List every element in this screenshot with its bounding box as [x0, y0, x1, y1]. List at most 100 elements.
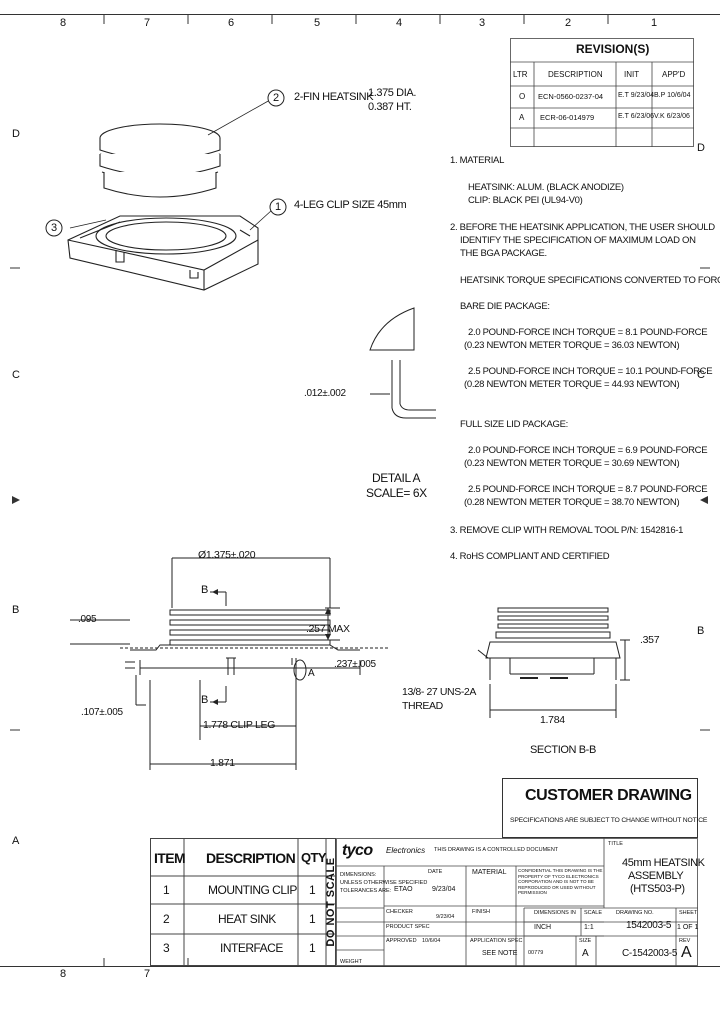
- confidential-note: CONFIDENTIAL THIS DRAWING IS THE PROPERT…: [518, 868, 603, 896]
- zone-label: D: [697, 142, 705, 154]
- bom-row-qty: 1: [309, 883, 316, 897]
- note-line: 4. RoHS COMPLIANT AND CERTIFIED: [450, 551, 610, 562]
- zone-label: 8: [60, 968, 67, 980]
- controlled-doc-note: THIS DRAWING IS A CONTROLLED DOCUMENT: [434, 847, 559, 853]
- drawing-title-line2: ASSEMBLY: [628, 870, 684, 882]
- note-line: 2.5 POUND-FORCE INCH TORQUE = 10.1 POUND…: [468, 366, 713, 377]
- frame-top-border: [0, 14, 720, 15]
- note-line: (0.28 NEWTON METER TORQUE = 44.93 NEWTON…: [464, 379, 680, 390]
- clip-label: 4-LEG CLIP SIZE 45mm: [294, 199, 407, 211]
- finish-label: FINISH: [472, 909, 491, 915]
- sheet-value: 1 OF 1: [677, 924, 699, 931]
- zone-label: A: [12, 835, 20, 847]
- dimensions-label: DIMENSIONS:: [340, 872, 377, 878]
- note-line: 2. BEFORE THE HEATSINK APPLICATION, THE …: [450, 222, 715, 233]
- date-label: DATE: [428, 869, 443, 875]
- detail-a-scale: SCALE= 6X: [366, 486, 427, 500]
- zone-label: 6: [228, 17, 235, 29]
- title-block-grid: [336, 838, 698, 966]
- bom-row-qty: 1: [309, 912, 316, 926]
- rev-row-ltr: O: [519, 92, 526, 101]
- zone-label: 7: [144, 17, 151, 29]
- note-line: 2.5 POUND-FORCE INCH TORQUE = 8.7 POUND-…: [468, 484, 708, 495]
- notes-block: 1. MATERIAL HEATSINK: ALUM. (BLACK ANODI…: [450, 155, 720, 575]
- bom-row-desc: MOUNTING CLIP: [208, 883, 297, 897]
- rev-col-ltr: LTR: [513, 70, 528, 79]
- zone-label: 8: [60, 17, 67, 29]
- bom-row-desc: HEAT SINK: [218, 912, 276, 926]
- section-dim-357: .357: [640, 634, 660, 646]
- section-title: SECTION B-B: [530, 744, 596, 756]
- customer-drawing-subtitle: SPECIFICATIONS ARE SUBJECT TO CHANGE WIT…: [510, 817, 708, 824]
- zone-label: 3: [479, 17, 486, 29]
- size-value: A: [582, 948, 589, 959]
- size-label: SIZE: [579, 938, 592, 944]
- zone-label: 5: [314, 17, 321, 29]
- sideview-dim-107: .107±.005: [81, 707, 123, 718]
- tolerances-label: TOLERANCES ARE:: [340, 888, 392, 894]
- callout-3-number: 3: [51, 222, 58, 234]
- sideview-dim-257: .257 MAX: [306, 623, 350, 635]
- zone-label: 7: [144, 968, 151, 980]
- callout-2-number: 2: [273, 92, 280, 104]
- frame-bottom-border: [0, 966, 720, 967]
- detail-a-dimension: .012±.002: [304, 388, 346, 399]
- bom-row-item: 2: [163, 912, 170, 926]
- note-line: 2.0 POUND-FORCE INCH TORQUE = 8.1 POUND-…: [468, 327, 708, 338]
- heatsink-dia-label: 1.375 DIA.: [368, 87, 416, 99]
- bom-row-item: 1: [163, 883, 170, 897]
- note-line: 3. REMOVE CLIP WITH REMOVAL TOOL P/N: 15…: [450, 525, 684, 536]
- see-note-label: SEE NOTE: [482, 950, 518, 957]
- bom-col-description: DESCRIPTION: [206, 850, 296, 866]
- bom-row-qty: 1: [309, 941, 316, 955]
- rev-row-desc: ECR-06-014979: [540, 113, 595, 122]
- zone-label: D: [12, 128, 20, 140]
- drawing-no-label: DRAWING NO.: [616, 910, 654, 916]
- note-line: BARE DIE PACKAGE:: [460, 301, 550, 312]
- note-line: IDENTIFY THE SPECIFICATION OF MAXIMUM LO…: [460, 235, 696, 246]
- rev-value: A: [681, 944, 692, 961]
- rev-col-appd: APP'D: [662, 70, 686, 79]
- note-line: 2.0 POUND-FORCE INCH TORQUE = 6.9 POUND-…: [468, 445, 708, 456]
- rev-row-init: E.T 6/23/06: [618, 113, 655, 120]
- sideview-dim-clip-leg: 1.778 CLIP LEG: [203, 719, 276, 731]
- bom-row-item: 3: [163, 941, 170, 955]
- product-spec-label: PRODUCT SPEC: [386, 924, 430, 930]
- approved-label: APPROVED: [386, 938, 417, 944]
- scale-label: SCALE: [584, 910, 603, 916]
- title-block: tyco Electronics THIS DRAWING IS A CONTR…: [336, 838, 705, 966]
- bom-table: ITEM DESCRIPTION QTY 1 MOUNTING CLIP 1 2…: [150, 838, 337, 966]
- note-line: 1. MATERIAL: [450, 155, 505, 166]
- drawing-number: C-1542003-5: [622, 948, 678, 959]
- side-view-drawing: [70, 557, 390, 770]
- note-line: HEATSINK: ALUM. (BLACK ANODIZE): [468, 182, 624, 193]
- heatsink-height-label: 0.387 HT.: [368, 101, 412, 113]
- drawing-title-line1: 45mm HEATSINK: [622, 857, 705, 869]
- drawn-date: 9/23/04: [432, 886, 456, 893]
- drawing-title-line3: (HTS503-P): [630, 883, 685, 895]
- drawn-by: ETAO: [394, 886, 413, 893]
- note-line: HEATSINK TORQUE SPECIFICATIONS CONVERTED…: [460, 275, 720, 286]
- bom-col-item: ITEM: [154, 850, 186, 866]
- detail-a-marker: A: [308, 668, 315, 679]
- section-dim-1784: 1.784: [540, 714, 565, 726]
- zone-label: 2: [565, 17, 572, 29]
- sideview-dim-237: .237±.005: [334, 659, 376, 670]
- part-number: 1542003-5: [626, 920, 672, 931]
- note-line: THE BGA PACKAGE.: [460, 248, 547, 259]
- revision-title: REVISION(S): [576, 42, 650, 56]
- isometric-assembly-drawing: [45, 89, 287, 291]
- customer-drawing-title: CUSTOMER DRAWING: [525, 787, 692, 804]
- note-line: CLIP: BLACK PEI (UL94-V0): [468, 195, 583, 206]
- callout-1-number: 1: [275, 201, 282, 213]
- checker-label: CHECKER: [386, 909, 413, 915]
- thread-label: THREAD: [402, 700, 443, 712]
- section-marker-top: B: [201, 584, 209, 596]
- tyco-logo-sub: Electronics: [386, 846, 426, 855]
- detail-a-title: DETAIL A: [372, 471, 421, 485]
- dimensions-unit: INCH: [534, 924, 552, 931]
- rev-row-appd: V.K 6/23/06: [654, 113, 690, 120]
- section-bb-drawing: [477, 607, 630, 718]
- rev-row-init: E.T 9/23/04: [618, 92, 655, 99]
- rev-row-appd: B.P 10/6/04: [654, 92, 691, 99]
